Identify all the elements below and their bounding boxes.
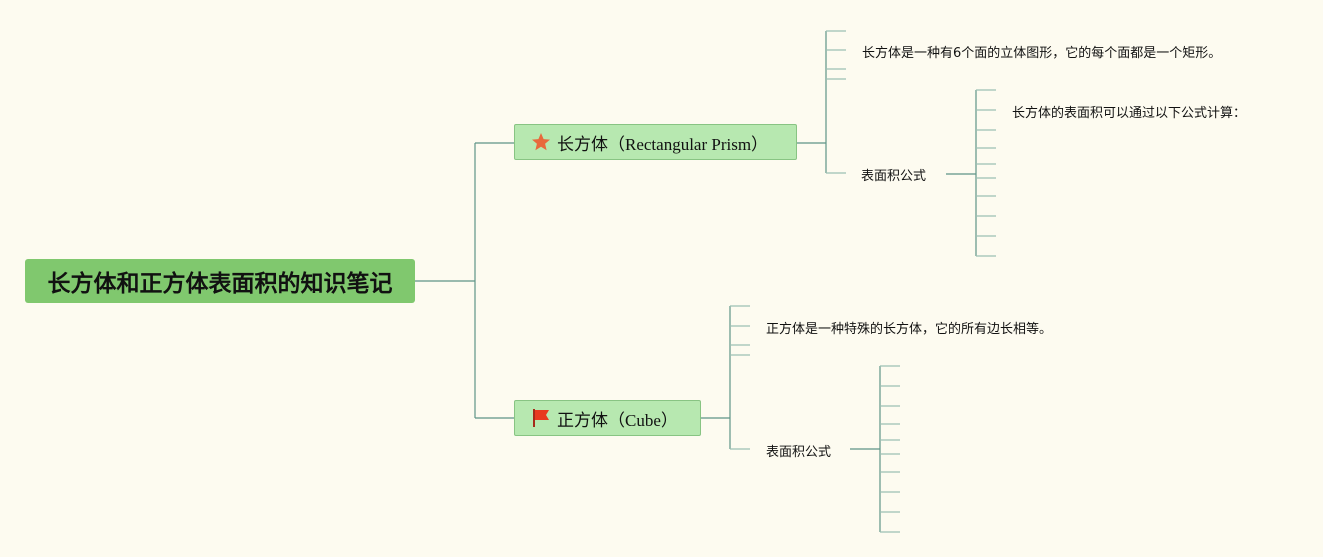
- t1-connector: [797, 31, 827, 173]
- prism-formula-label[interactable]: 表面积公式: [861, 169, 927, 184]
- root-connector: [415, 142, 514, 419]
- star-icon: [532, 133, 550, 151]
- root-topic[interactable]: 长方体和正方体表面积的知识笔记: [25, 259, 415, 303]
- topic-label-en: （Rectangular Prism）: [608, 134, 769, 154]
- topic-cube[interactable]: 正方体 （Cube）: [514, 400, 701, 436]
- root-title: 长方体和正方体表面积的知识笔记: [47, 271, 393, 297]
- topic-label-cn: 长方体: [557, 134, 608, 155]
- topic-label-en: （Cube）: [608, 410, 678, 430]
- topic-label-cn: 正方体: [557, 410, 608, 431]
- t2-connector: [701, 306, 731, 449]
- sub1-connector: [946, 90, 977, 256]
- topic-rectangular-prism[interactable]: 长方体 （Rectangular Prism）: [514, 124, 797, 160]
- prism-definition[interactable]: 长方体是一种有6个面的立体图形，它的每个面都是一个矩形。: [862, 46, 1222, 61]
- flag-icon: [533, 409, 549, 427]
- cube-definition[interactable]: 正方体是一种特殊的长方体，它的所有边长相等。: [766, 322, 1053, 337]
- prism-formula-text[interactable]: 长方体的表面积可以通过以下公式计算：: [1012, 106, 1247, 121]
- sub2-connector: [850, 366, 881, 532]
- cube-formula-label[interactable]: 表面积公式: [766, 445, 832, 460]
